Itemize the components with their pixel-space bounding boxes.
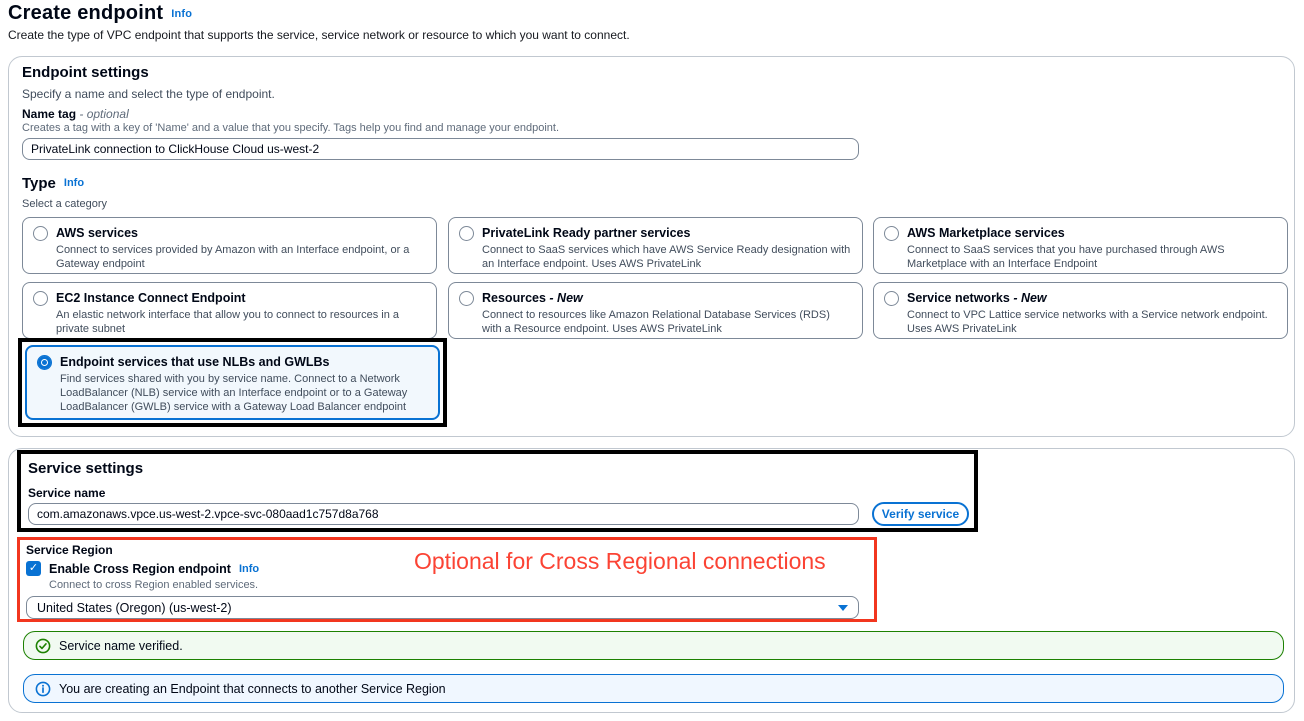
type-option-label-text: Service networks [907,291,1014,305]
service-region-highlight-frame: Service Region Enable Cross Region endpo… [17,537,877,622]
type-option-description: Find services shared with you by service… [60,372,408,414]
enable-cross-region-row: Enable Cross Region endpoint Info [26,561,259,576]
service-region-label: Service Region [26,543,113,557]
type-option-aws-marketplace-services[interactable]: AWS Marketplace services Connect to SaaS… [873,217,1288,274]
type-section-subtitle: Select a category [22,198,107,210]
name-tag-input[interactable] [22,138,859,160]
type-option-label: EC2 Instance Connect Endpoint [56,291,246,305]
type-label-text: Type [22,175,56,192]
type-option-label: AWS services [56,226,138,240]
enable-cross-region-label: Enable Cross Region endpoint [49,561,231,576]
cross-region-info-text: You are creating an Endpoint that connec… [59,681,446,696]
type-option-new-badge: - New [1013,291,1047,305]
radio-icon[interactable] [884,226,899,241]
type-option-service-networks[interactable]: Service networks - New Connect to VPC La… [873,282,1288,339]
page-title: Create endpoint Info [8,2,192,25]
endpoint-settings-subtitle: Specify a name and select the type of en… [22,87,275,101]
type-option-description: Connect to SaaS services that you have p… [907,243,1225,271]
cross-region-info-link[interactable]: Info [238,562,260,575]
page-info-link[interactable]: Info [171,8,193,20]
type-option-description: An elastic network interface that allow … [56,308,400,336]
cross-region-info-banner: You are creating an Endpoint that connec… [23,674,1284,703]
radio-icon[interactable] [33,226,48,241]
page-title-text: Create endpoint [8,2,164,24]
type-option-label: Resources - New [482,290,852,307]
service-settings-card: Service settings Service name Verify ser… [8,448,1295,713]
name-tag-description: Creates a tag with a key of 'Name' and a… [22,122,560,134]
cross-region-annotation-text: Optional for Cross Regional connections [414,548,826,574]
radio-icon[interactable] [459,291,474,306]
name-tag-label-text: Name tag [22,107,77,121]
endpoint-settings-card: Endpoint settings Specify a name and sel… [8,56,1295,437]
type-option-label: Service networks - New [907,290,1277,307]
type-option-label: AWS Marketplace services [907,226,1065,240]
page-subtitle: Create the type of VPC endpoint that sup… [8,28,630,42]
type-option-label: Endpoint services that use NLBs and GWLB… [60,355,330,369]
radio-selected-icon[interactable] [37,355,52,370]
type-option-aws-services[interactable]: AWS services Connect to services provide… [22,217,437,274]
type-section-title: Type Info [22,175,84,192]
type-option-description: Connect to services provided by Amazon w… [56,243,410,271]
service-verified-banner: Service name verified. [23,631,1284,660]
type-option-description: Connect to SaaS services which have AWS … [482,243,851,271]
radio-icon[interactable] [33,291,48,306]
service-name-label: Service name [28,486,106,500]
chevron-down-icon [838,604,848,611]
service-verified-text: Service name verified. [59,638,183,653]
name-tag-label: Name tag - optional [22,107,129,121]
service-settings-title: Service settings [28,460,144,477]
type-option-ec2-instance-connect[interactable]: EC2 Instance Connect Endpoint An elastic… [22,282,437,339]
cross-region-description: Connect to cross Region enabled services… [49,579,259,591]
type-option-label-text: Resources [482,291,550,305]
type-option-description: Connect to VPC Lattice service networks … [907,308,1268,336]
service-region-selected-value: United States (Oregon) (us-west-2) [37,600,232,615]
service-name-input[interactable] [28,503,859,525]
verify-service-button[interactable]: Verify service [872,502,969,526]
type-option-privatelink-partner-services[interactable]: PrivateLink Ready partner services Conne… [448,217,863,274]
name-tag-optional-text: - optional [76,107,129,121]
info-circle-icon [35,681,51,697]
selected-option-highlight-frame: Endpoint services that use NLBs and GWLB… [18,338,447,427]
type-info-link[interactable]: Info [63,177,85,189]
radio-icon[interactable] [459,226,474,241]
type-option-resources[interactable]: Resources - New Connect to resources lik… [448,282,863,339]
radio-icon[interactable] [884,291,899,306]
service-region-select[interactable]: United States (Oregon) (us-west-2) [26,596,859,619]
type-option-description: Connect to resources like Amazon Relatio… [482,308,830,336]
service-settings-highlight-frame: Service settings Service name Verify ser… [17,450,978,532]
type-option-label: PrivateLink Ready partner services [482,226,691,240]
success-check-icon [35,638,51,654]
type-option-endpoint-services-nlb-gwlb[interactable]: Endpoint services that use NLBs and GWLB… [25,345,440,420]
type-option-new-badge: - New [549,291,583,305]
endpoint-settings-title: Endpoint settings [22,64,149,81]
enable-cross-region-checkbox[interactable] [26,561,41,576]
